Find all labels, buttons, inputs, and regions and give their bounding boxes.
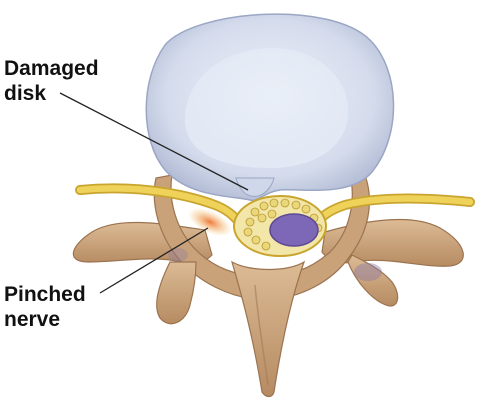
damaged-disk-label-line2: disk xyxy=(4,81,46,106)
pinched-nerve-label-line2: nerve xyxy=(4,307,60,332)
spinal-canal xyxy=(234,196,326,256)
damaged-disk xyxy=(146,14,393,200)
pinched-nerve-label-line1: Pinched xyxy=(4,282,86,307)
spinal-cord xyxy=(270,214,318,246)
damaged-disk-label-line1: Damaged xyxy=(4,56,99,81)
